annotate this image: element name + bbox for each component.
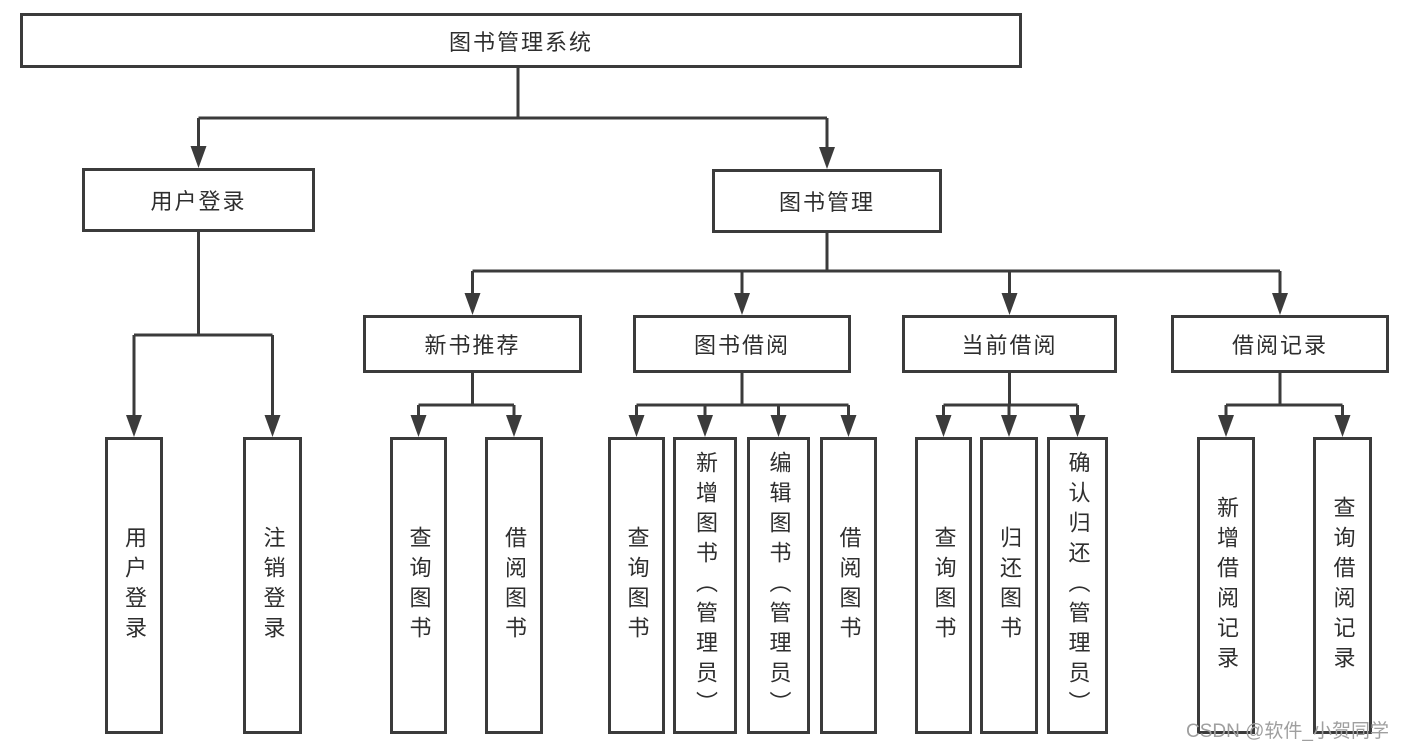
- node-user-login: 用户登录: [82, 168, 315, 232]
- node-book-borrow: 图书借阅: [633, 315, 851, 373]
- leaf-add-book-admin: 新增图书（管理员）: [673, 437, 737, 734]
- leaf-logout: 注销登录: [243, 437, 302, 734]
- watermark: CSDN @软件_小贺同学: [1186, 721, 1389, 742]
- node-borrow-records: 借阅记录: [1171, 315, 1389, 373]
- leaf-add-borrow-record: 新增借阅记录: [1197, 437, 1255, 734]
- leaf-user-login: 用户登录: [105, 437, 163, 734]
- leaf-query-books-recommend: 查询图书: [390, 437, 447, 734]
- leaf-confirm-return-admin: 确认归还（管理员）: [1047, 437, 1108, 734]
- leaf-edit-book-admin: 编辑图书（管理员）: [747, 437, 810, 734]
- leaf-return-book: 归还图书: [980, 437, 1038, 734]
- leaf-query-borrow-record: 查询借阅记录: [1313, 437, 1372, 734]
- leaf-borrow-books: 借阅图书: [820, 437, 877, 734]
- node-book-management: 图书管理: [712, 169, 942, 233]
- node-current-borrow: 当前借阅: [902, 315, 1117, 373]
- node-root: 图书管理系统: [20, 13, 1022, 68]
- leaf-query-books-current: 查询图书: [915, 437, 972, 734]
- leaf-query-books-borrow: 查询图书: [608, 437, 665, 734]
- node-new-book-recommend: 新书推荐: [363, 315, 582, 373]
- leaf-borrow-books-recommend: 借阅图书: [485, 437, 543, 734]
